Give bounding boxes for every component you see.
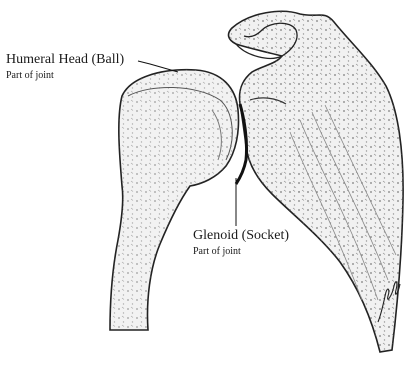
humerus: [110, 70, 239, 330]
glenoid-label: Glenoid (Socket): [193, 228, 289, 244]
humeral-head-label: Humeral Head (Ball): [6, 52, 124, 68]
glenoid-sublabel: Part of joint: [193, 246, 241, 257]
humeral-head-leader-line: [138, 61, 178, 72]
humeral-head-sublabel: Part of joint: [6, 70, 54, 81]
scapula: [229, 11, 404, 352]
